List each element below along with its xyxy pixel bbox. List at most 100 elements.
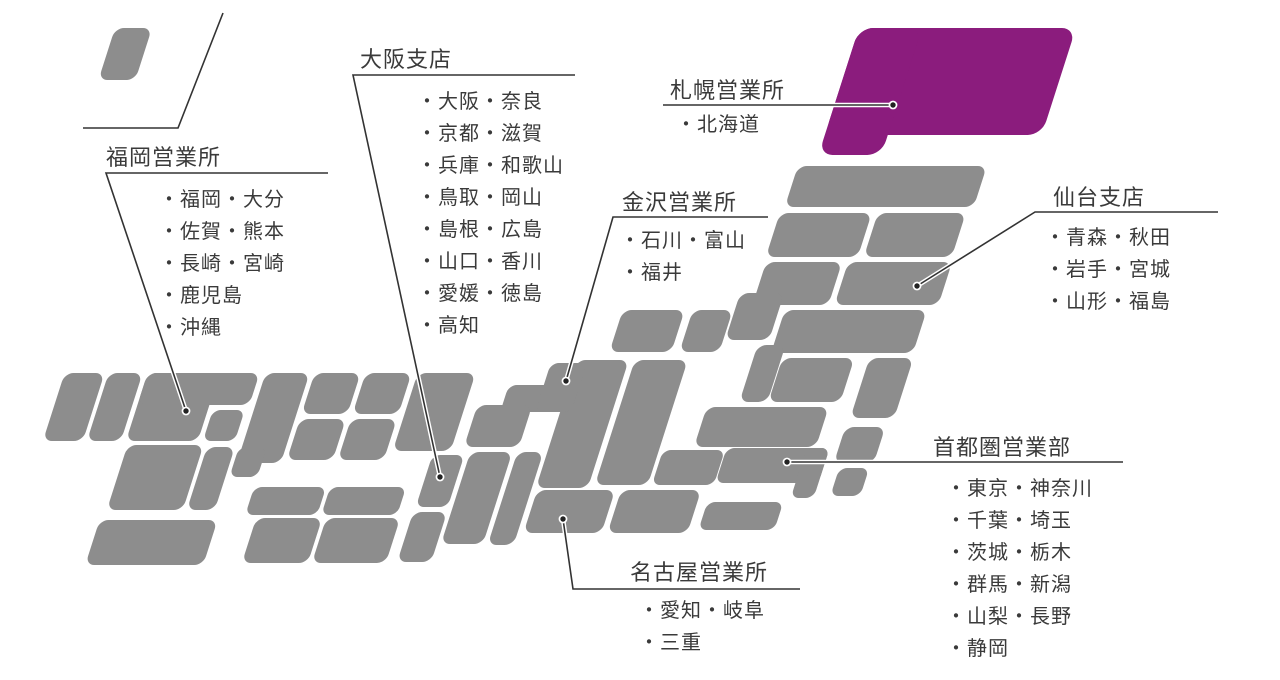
tile-kyushu-n2 (89, 373, 141, 441)
office-title-nagoya: 名古屋営業所 (630, 560, 769, 585)
tile-aichi (525, 490, 613, 533)
office-list-sapporo: ・北海道 (663, 109, 785, 141)
office-sendai: 仙台支店 ・青森・秋田・岩手・宮城・山形・福島 (1035, 183, 1171, 318)
office-list-item: ・石川・富山 (620, 230, 746, 252)
office-list-item: ・群馬・新潟 (946, 574, 1072, 596)
office-list-item: ・山梨・長野 (946, 606, 1072, 628)
tile-mie (490, 452, 541, 545)
office-list-item: ・愛媛・徳島 (417, 283, 543, 305)
tile-yamanashi (653, 450, 723, 485)
tile-fukui (466, 405, 530, 447)
tile-chugoku-n1 (303, 373, 359, 414)
tile-ishikawa-noto (537, 363, 585, 412)
callout-line-nagoya (562, 518, 800, 590)
callout-line-kanazawa (565, 216, 768, 382)
office-list-shutoken: ・東京・神奈川・千葉・埼玉・茨城・栃木・群馬・新潟・山梨・長野・静岡 (788, 473, 1093, 665)
office-shutoken: 首都圏営業部 ・東京・神奈川・千葉・埼玉・茨城・栃木・群馬・新潟・山梨・長野・静… (788, 433, 1093, 665)
tile-hokuriku-a (611, 310, 683, 352)
tile-kyushu-m2 (189, 447, 233, 510)
office-title-sapporo: 札幌営業所 (670, 78, 786, 103)
office-list-item: ・福井 (620, 262, 683, 284)
tile-okinawa (100, 28, 150, 80)
tile-hokkaido-foot (822, 28, 919, 155)
tile-gunma (770, 358, 853, 402)
tile-miyagi (836, 262, 950, 305)
tile-kanagawa (700, 502, 782, 530)
tile-akita (768, 213, 870, 257)
tile-niigata-s (741, 345, 784, 402)
office-list-item: ・茨城・栃木 (946, 542, 1072, 564)
office-list-item: ・島根・広島 (417, 219, 543, 241)
office-title-fukuoka: 福岡営業所 (106, 145, 222, 170)
callout-line-osaka (352, 74, 575, 478)
tile-fukushima (773, 310, 925, 353)
tile-chugoku-s1 (289, 419, 344, 460)
tile-gifu (597, 360, 686, 485)
callout-line-fukuoka (104, 172, 328, 412)
callout-dot-sapporo (890, 102, 896, 108)
office-list-item: ・福岡・大分 (159, 189, 285, 211)
callout-dot-nagoya (560, 516, 566, 522)
tile-hyogo (395, 373, 474, 451)
tile-kyushu-m3 (231, 447, 265, 477)
tile-ibaraki (852, 358, 912, 418)
office-title-shutoken: 首都圏営業部 (933, 435, 1072, 460)
office-list-item: ・山口・香川 (417, 251, 543, 273)
office-list-item: ・東京・神奈川 (946, 478, 1093, 500)
tile-kyushu-m1 (109, 445, 202, 510)
callout-lines-layer (83, 12, 1218, 592)
tile-chiba-n (836, 427, 883, 463)
office-osaka: 大阪支店 ・大阪・奈良・京都・滋賀・兵庫・和歌山・鳥取・岡山・島根・広島・山口・… (352, 45, 564, 342)
callout-line-sendai (916, 211, 1218, 287)
tile-shikoku-s1 (244, 518, 320, 563)
office-list-item: ・鳥取・岡山 (417, 187, 543, 209)
office-title-kanazawa: 金沢営業所 (622, 190, 738, 215)
office-list-item: ・佐賀・熊本 (159, 221, 285, 243)
office-sapporo: 札幌営業所 ・北海道 (663, 76, 785, 141)
office-list-item: ・高知 (417, 315, 480, 337)
tile-shikoku-n1 (247, 487, 324, 515)
office-list-item: ・三重 (639, 632, 702, 654)
tile-oita (205, 410, 243, 441)
office-list-nagoya: ・愛知・岐阜・三重 (573, 595, 768, 659)
office-list-item: ・青森・秋田 (1045, 227, 1171, 249)
tile-shizuoka (609, 490, 699, 533)
tile-kyushu-n1 (45, 373, 103, 441)
tile-saitama (696, 407, 827, 447)
office-list-item: ・北海道 (676, 114, 760, 136)
callout-dot-shutoken (784, 459, 790, 465)
tile-chiba-e (832, 468, 868, 496)
office-list-item: ・千葉・埼玉 (946, 510, 1072, 532)
tile-shikoku-n2 (323, 487, 404, 515)
callout-line-okinawa-inset-divider (83, 12, 224, 129)
office-list-item: ・愛知・岐阜 (639, 600, 765, 622)
office-list-item: ・沖縄 (159, 317, 222, 339)
callout-dot-sendai (914, 283, 920, 289)
office-list-osaka: ・大阪・奈良・京都・滋賀・兵庫・和歌山・鳥取・岡山・島根・広島・山口・香川・愛媛… (352, 86, 564, 342)
tile-aomori (787, 166, 985, 207)
office-fukuoka: 福岡営業所 ・福岡・大分・佐賀・熊本・長崎・宮崎・鹿児島・沖縄 (105, 143, 285, 344)
office-nagoya: 名古屋営業所 ・愛知・岐阜・三重 (573, 558, 768, 659)
office-list-item: ・山形・福島 (1045, 291, 1171, 313)
tile-kagoshima (87, 520, 216, 565)
tile-fukuoka-t (139, 373, 258, 405)
office-list-item: ・鹿児島 (159, 285, 243, 307)
office-list-item: ・岩手・宮城 (1045, 259, 1171, 281)
office-kanazawa: 金沢営業所 ・石川・富山・福井 (613, 188, 746, 289)
office-list-sendai: ・青森・秋田・岩手・宮城・山形・福島 (1035, 222, 1171, 318)
office-list-fukuoka: ・福岡・大分・佐賀・熊本・長崎・宮崎・鹿児島・沖縄 (105, 184, 285, 344)
tile-nagano (538, 360, 627, 488)
office-title-osaka: 大阪支店 (360, 47, 453, 72)
tile-niigata-n (727, 293, 782, 340)
office-title-sendai: 仙台支店 (1053, 185, 1146, 210)
office-list-item: ・大阪・奈良 (417, 91, 543, 113)
callout-dot-osaka (437, 474, 443, 480)
office-list-item: ・兵庫・和歌山 (417, 155, 564, 177)
tile-layer (45, 28, 1073, 565)
tile-wakayama (443, 452, 510, 544)
callout-dot-kanazawa (563, 378, 569, 384)
office-list-kanazawa: ・石川・富山・福井 (613, 225, 746, 289)
tile-chugoku-n2 (354, 373, 410, 414)
